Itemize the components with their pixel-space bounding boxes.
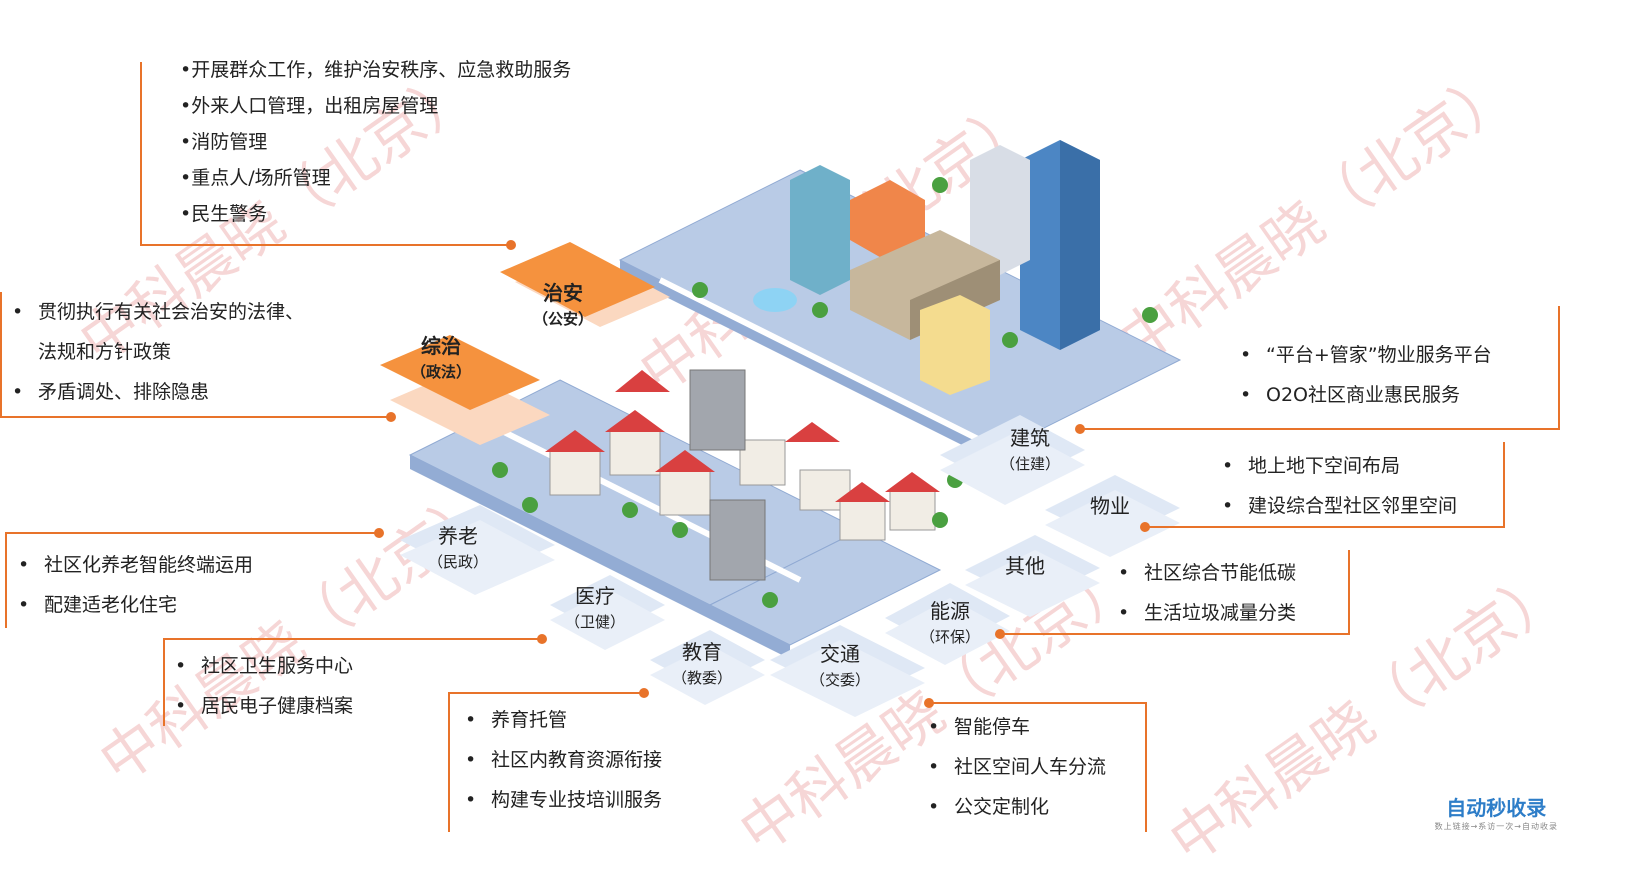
zongzhi-connector	[0, 292, 2, 417]
jiaotong-label: 交通（交委）	[809, 642, 870, 689]
jiaotong-bullets: •智能停车 •社区空间人车分流 •公交定制化	[928, 707, 1106, 827]
wuye-bullets: •“平台+管家”物业服务平台 •O2O社区商业惠民服务	[1240, 335, 1492, 415]
zhian-connector	[140, 62, 142, 245]
zhian-bullets: •开展群众工作，维护治安秩序、应急救助服务 •外来人口管理，出租房屋管理 •消防…	[180, 52, 571, 232]
yanglao-connector-dot	[374, 528, 384, 538]
list-item: •居民电子健康档案	[175, 695, 354, 717]
yiliao-connector-dot	[537, 634, 547, 644]
yanglao-label: 养老（民政）	[427, 524, 488, 571]
list-item: •公交定制化	[928, 796, 1050, 818]
jianzhu-connector-dot	[1140, 522, 1150, 532]
yiliao-connector	[163, 638, 165, 726]
jiaoyu-bullets: •养育托管 •社区内教育资源衔接 •构建专业技培训服务	[465, 700, 662, 820]
wuye-connector	[1558, 306, 1560, 429]
jiaoyu-tile	[650, 630, 765, 705]
yiliao-label: 医疗（卫健）	[564, 584, 625, 631]
jiaoyu-connector	[448, 692, 450, 832]
zongzhi-tile	[380, 335, 550, 445]
list-item: •建设综合型社区邻里空间	[1222, 495, 1458, 517]
list-item: •社区综合节能低碳	[1118, 562, 1297, 584]
jiaoyu-connector-dot	[639, 688, 649, 698]
jianzhu-connector	[1145, 526, 1505, 528]
logo-name: 自动秒收录	[1446, 796, 1547, 820]
site-logo: 自动秒收录 数上链接→系访一次→自动收录	[1435, 792, 1558, 832]
list-item: •O2O社区商业惠民服务	[1240, 384, 1460, 406]
list-item: •构建专业技培训服务	[465, 789, 663, 811]
zhian-label: 治安 （公安）	[532, 281, 593, 328]
yiliao-tile	[550, 575, 665, 650]
qita-label: 其他	[1005, 554, 1045, 578]
nengyuan-label: 能源（环保）	[919, 599, 980, 646]
list-item: •外来人口管理，出租房屋管理	[180, 95, 439, 117]
zhian-connector	[140, 244, 512, 246]
list-item: •社区卫生服务中心	[175, 655, 354, 677]
nengyuan-tile	[885, 583, 1010, 665]
zongzhi-label: 综治 （政法）	[410, 334, 471, 381]
jianzhu-bullets: •地上地下空间布局 •建设综合型社区邻里空间	[1222, 446, 1457, 526]
qita-connector	[1348, 550, 1350, 634]
zongzhi-connector	[0, 416, 392, 418]
qita-connector	[1000, 633, 1350, 635]
wuye-connector-dot	[1075, 424, 1085, 434]
jiaotong-tile	[770, 625, 925, 717]
qita-bullets: •社区综合节能低碳 •生活垃圾减量分类	[1118, 553, 1296, 633]
jiaoyu-label: 教育（教委）	[671, 640, 732, 687]
list-item: 法规和方针政策	[38, 341, 172, 363]
list-item: •地上地下空间布局	[1222, 455, 1401, 477]
list-item: •养育托管	[465, 709, 568, 731]
list-item: •矛盾调处、排除隐患	[12, 381, 210, 403]
jianzhu-label: 建筑（住建）	[999, 426, 1060, 473]
city-illustration	[408, 140, 1182, 659]
yanglao-tile	[400, 505, 555, 595]
list-item: •社区化养老智能终端运用	[18, 554, 254, 576]
yanglao-connector	[5, 532, 7, 628]
yiliao-connector	[163, 638, 543, 640]
list-item: •智能停车	[928, 716, 1031, 738]
jiaoyu-connector	[448, 692, 644, 694]
list-item: •社区内教育资源衔接	[465, 749, 663, 771]
yiliao-bullets: •社区卫生服务中心 •居民电子健康档案	[175, 646, 353, 726]
wuye-connector	[1080, 428, 1560, 430]
list-item: •民生警务	[180, 203, 268, 225]
jiaotong-connector	[1145, 702, 1147, 832]
zhian-connector-dot	[506, 240, 516, 250]
yanglao-connector	[5, 532, 380, 534]
list-item: •重点人/场所管理	[180, 167, 331, 189]
list-item: •配建适老化住宅	[18, 594, 178, 616]
logo-slogan: 数上链接→系访一次→自动收录	[1434, 822, 1558, 831]
qita-tile	[965, 535, 1100, 617]
jiaotong-connector	[928, 702, 1146, 704]
list-item: •贯彻执行有关社会治安的法律、	[12, 301, 305, 323]
jiaotong-connector-dot	[924, 698, 934, 708]
list-item: •“平台+管家”物业服务平台	[1240, 344, 1492, 366]
list-item: •生活垃圾减量分类	[1118, 602, 1297, 624]
jianzhu-connector	[1503, 442, 1505, 527]
wuye-tile	[1045, 475, 1180, 557]
list-item: •社区空间人车分流	[928, 756, 1107, 778]
jianzhu-tile	[940, 415, 1085, 505]
list-item: •开展群众工作，维护治安秩序、应急救助服务	[180, 59, 572, 81]
zhian-tile	[500, 242, 670, 327]
yanglao-bullets: •社区化养老智能终端运用 •配建适老化住宅	[18, 545, 253, 625]
list-item: •消防管理	[180, 131, 268, 153]
wuye-label: 物业	[1090, 494, 1130, 518]
zongzhi-bullets: •贯彻执行有关社会治安的法律、 法规和方针政策 •矛盾调处、排除隐患	[12, 292, 304, 412]
zongzhi-connector-dot	[386, 412, 396, 422]
qita-connector-dot	[995, 629, 1005, 639]
